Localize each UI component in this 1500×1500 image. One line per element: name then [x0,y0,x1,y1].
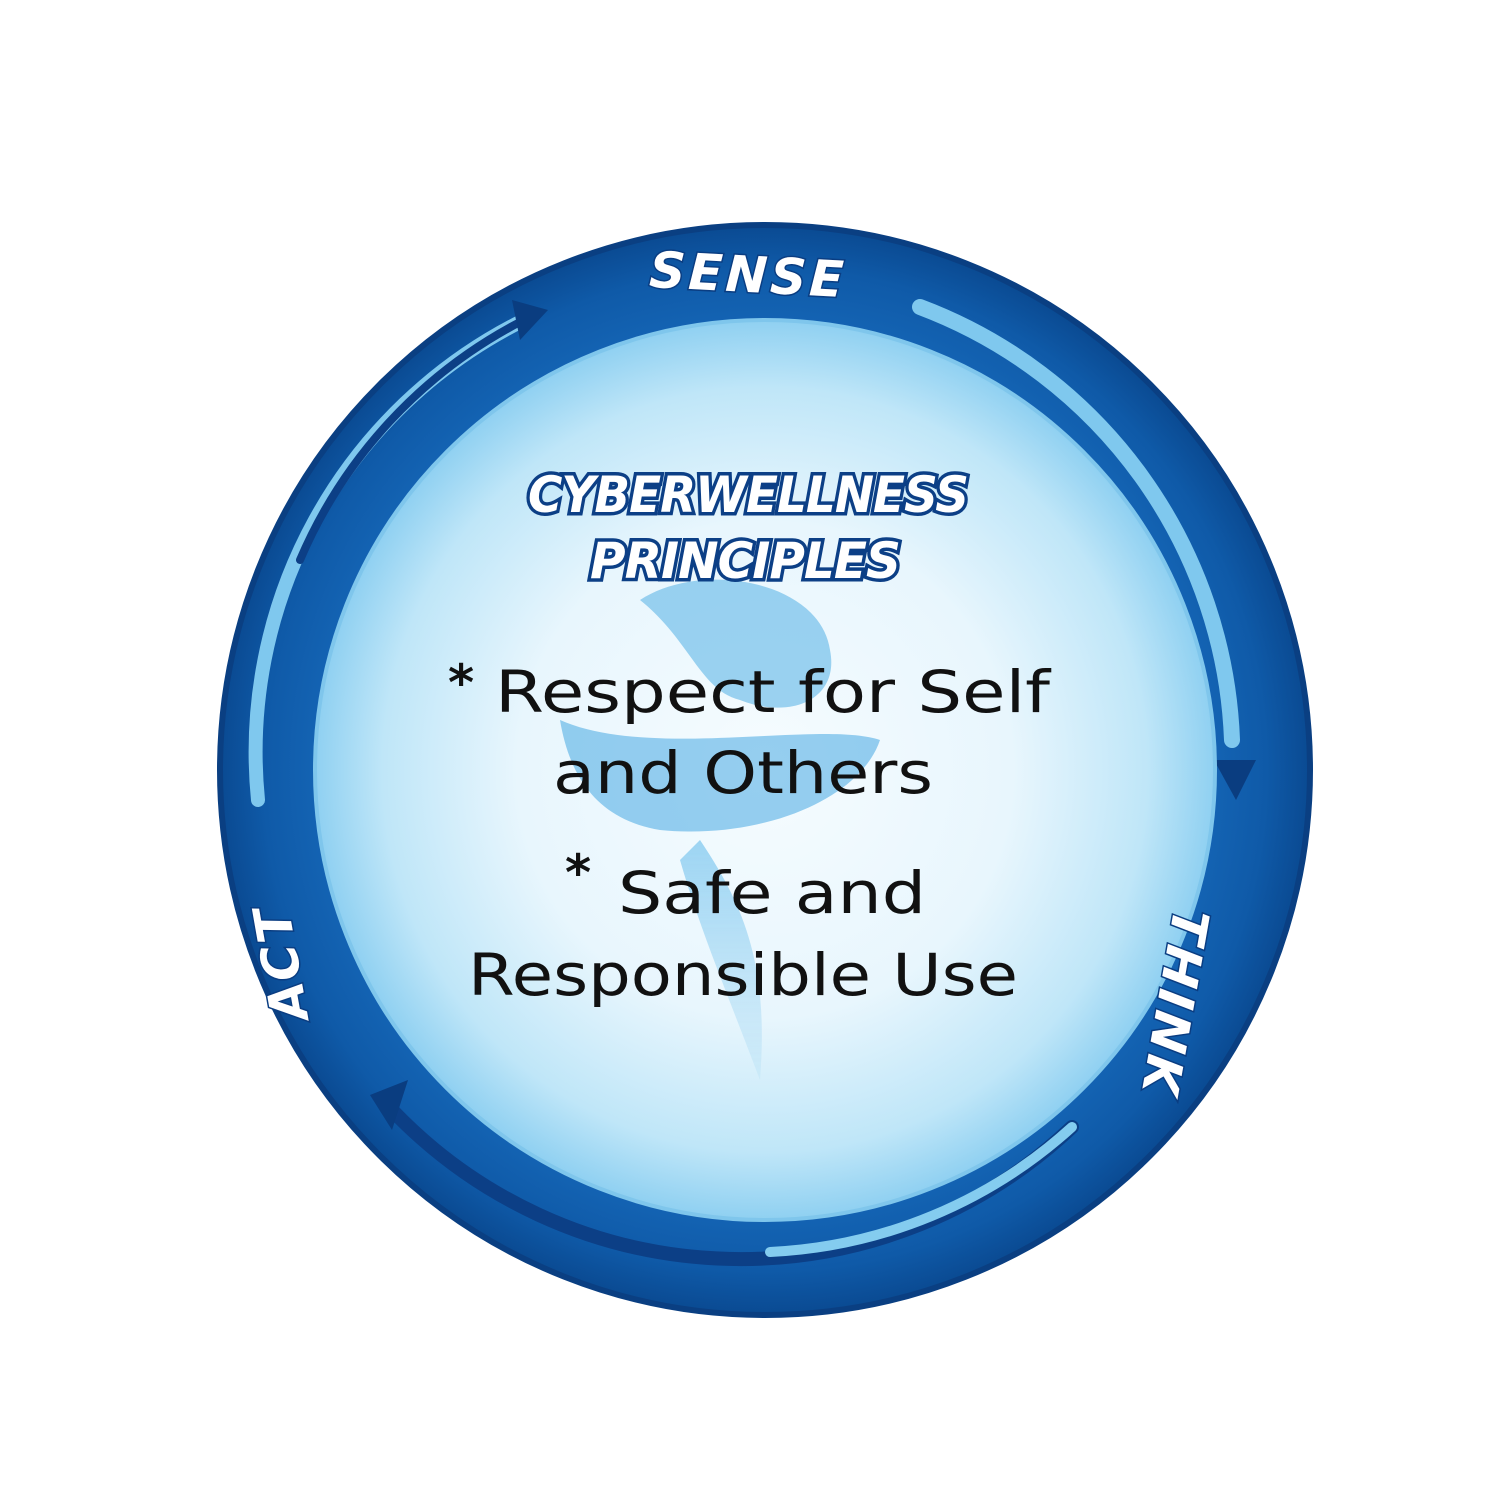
arrowhead-sense-icon [512,300,548,340]
principle-1-bullet: * [448,654,474,712]
diagram-title-line2: PRINCIPLES [590,532,900,590]
principle-1-line1: Respect for Self [495,658,1052,726]
swirl-figure-icon [560,579,880,1080]
principle-2-bullet: * [565,844,591,902]
arrowhead-act-icon [370,1080,408,1130]
principle-2-line2: Responsible Use [468,941,1018,1009]
arrowhead-think-icon [1214,760,1256,800]
arrow-sense-to-think [912,299,1240,748]
diagram-title-line1: CYBERWELLNESS [528,466,968,524]
cycle-arrows [248,299,1256,1267]
outer-ring-edge [217,222,1313,1318]
cycle-label-sense: SENSE [648,241,848,309]
principle-2-line1: Safe and [618,859,926,927]
principle-1-line2: and Others [553,739,933,807]
